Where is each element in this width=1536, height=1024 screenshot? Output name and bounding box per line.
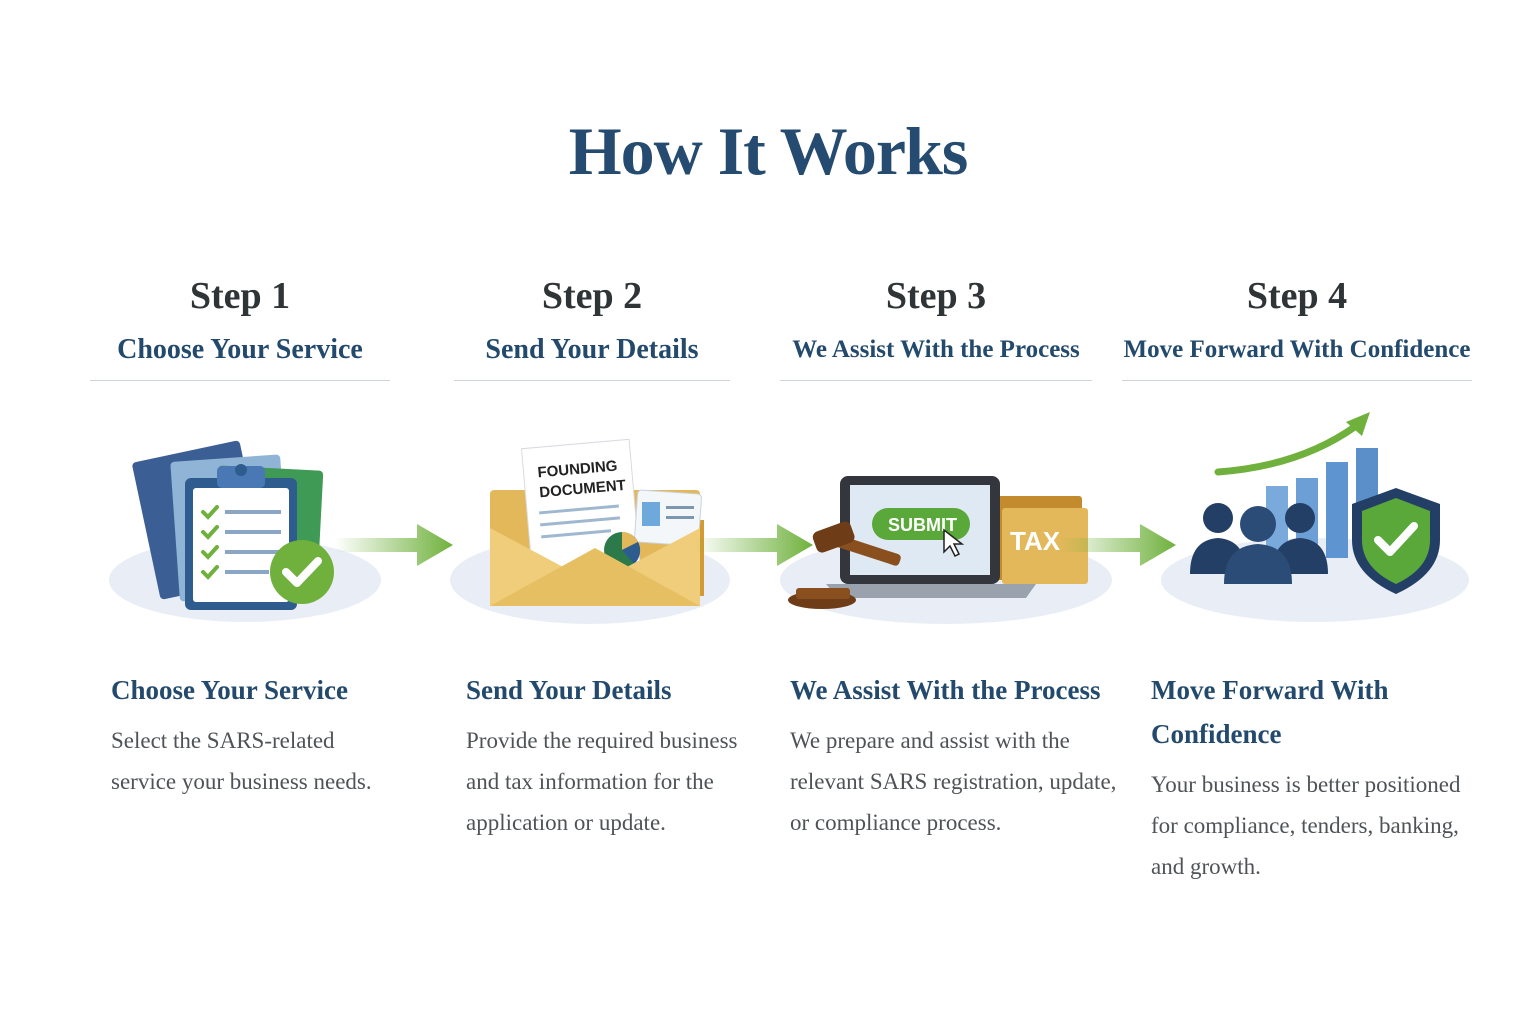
green-arrow-icon — [695, 524, 813, 566]
step-1-description-block: Choose Your Service Select the SARS-rela… — [111, 668, 401, 802]
step-3-header: Step 3 We Assist With the Process — [780, 272, 1092, 381]
step-1-heading: Choose Your Service — [117, 334, 363, 365]
step-2-description-block: Send Your Details Provide the required b… — [466, 668, 762, 843]
step-4-description-block: Move Forward With Confidence Your busine… — [1151, 668, 1501, 887]
document-label-line-1: FOUNDING — [537, 457, 618, 481]
step-2-title: Send Your Details — [466, 675, 672, 705]
step-4-divider — [1122, 380, 1472, 381]
step-4-header: Step 4 Move Forward With Confidence — [1122, 272, 1472, 381]
team-growth-shield-icon — [1161, 412, 1469, 622]
step-1-header: Step 1 Choose Your Service — [90, 272, 390, 381]
step-2-heading: Send Your Details — [485, 334, 699, 365]
step-2-header: Step 2 Send Your Details — [454, 272, 730, 381]
step-1-number: Step 1 — [189, 275, 291, 317]
step-2-divider — [454, 380, 730, 381]
step-3-divider — [780, 380, 1092, 381]
step-1-description: Select the SARS-related service your bus… — [111, 728, 372, 794]
envelope-documents-icon: FOUNDING DOCUMENT — [450, 438, 730, 624]
step-4-title: Move Forward With Confidence — [1151, 675, 1389, 749]
step-1-title: Choose Your Service — [111, 675, 348, 705]
page-title: How It Works — [568, 113, 969, 189]
green-arrow-icon — [1058, 524, 1176, 566]
green-arrow-icon — [335, 524, 453, 566]
step-3-number: Step 3 — [885, 275, 987, 317]
laptop-gavel-icon: TAX SUBMIT — [780, 476, 1112, 624]
step-1-divider — [90, 380, 390, 381]
step-3-heading: We Assist With the Process — [792, 336, 1080, 363]
step-3-description: We prepare and assist with the relevant … — [790, 728, 1117, 835]
step-3-description-block: We Assist With the Process We prepare an… — [790, 668, 1122, 843]
clipboard-checklist-icon — [109, 440, 381, 622]
step-4-description: Your business is better positioned for c… — [1151, 772, 1461, 879]
step-4-number: Step 4 — [1246, 275, 1348, 317]
step-2-description: Provide the required business and tax in… — [466, 728, 738, 835]
step-2-number: Step 2 — [541, 275, 643, 317]
submit-button-label: SUBMIT — [888, 515, 957, 535]
step-4-heading: Move Forward With Confidence — [1123, 336, 1471, 363]
tax-folder-label: TAX — [1010, 526, 1061, 556]
step-3-title: We Assist With the Process — [790, 675, 1101, 705]
